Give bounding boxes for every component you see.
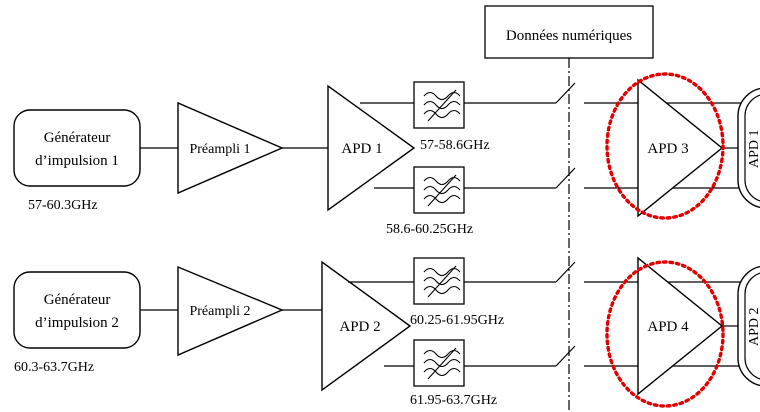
apd-highlighted-triangle [637,256,724,396]
filter-lower-label: 61.95-63.7GHz [410,393,497,408]
generator-line2: d’impulsion 1 [35,153,119,169]
digital-data-section: Données numériques [484,5,654,412]
digital-data-label: Données numériques [506,28,632,44]
switch-upper [555,82,576,104]
generator-box [13,109,141,187]
apd-triangle [327,84,416,212]
filter-upper-label: 60.25-61.95GHz [410,313,504,328]
filter-upper-icon [423,89,461,122]
filter-upper-box [413,257,465,305]
preamp-triangle [177,101,284,195]
cropped-block: APD 2 [737,265,760,387]
filter-lower-box [413,166,465,214]
channel-2: Générateur d’impulsion 2 60.3-63.7GHz Pr… [13,256,760,408]
generator-frequency: 57-60.3GHz [28,198,98,213]
switch-lower [555,345,576,367]
cropped-label: APD 2 [747,307,760,346]
filter-upper-label: 57-58.6GHz [420,138,490,153]
filter-upper-icon [423,265,461,298]
apd-highlighted-triangle [637,78,724,218]
digital-data-box [484,5,654,59]
filter-upper-box [413,81,465,129]
generator-box [13,271,141,349]
generator-frequency: 60.3-63.7GHz [14,360,94,375]
generator-line2: d’impulsion 2 [35,315,119,331]
apd-label: APD 2 [339,319,380,335]
highlight-circle [605,260,725,408]
filter-lower-icon [423,347,461,380]
preamp-label: Préampli 2 [189,304,250,319]
highlight-circle [605,72,725,220]
apd-highlighted-label: APD 3 [647,141,688,157]
channel-1: Générateur d’impulsion 1 57-60.3GHz Préa… [13,72,760,237]
filter-lower-icon [423,174,461,207]
apd-triangle [321,260,412,392]
generator-line1: Générateur [44,292,111,308]
generator-line1: Générateur [44,130,111,146]
filter-lower-label: 58.6-60.25GHz [386,222,473,237]
cropped-block: APD 1 [737,87,760,209]
preamp-label: Préampli 1 [189,142,250,157]
cropped-label: APD 1 [747,129,760,168]
switch-upper [555,261,576,283]
filter-lower-box [413,339,465,387]
switch-lower [555,167,576,189]
apd-highlighted-label: APD 4 [647,319,689,335]
apd-label: APD 1 [341,141,382,157]
preamp-triangle [177,265,284,357]
